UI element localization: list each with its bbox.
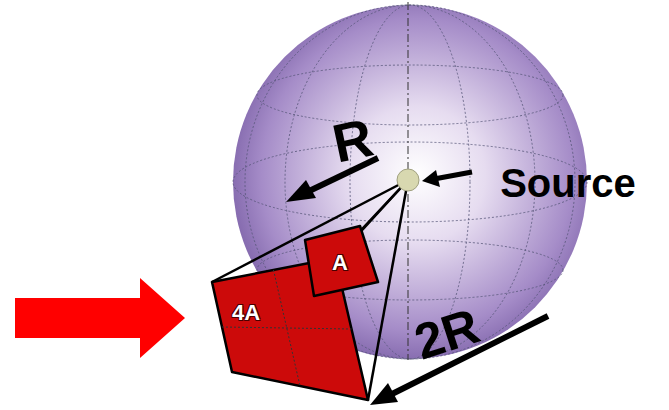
area-label: 4A: [232, 302, 260, 324]
projection-lines: [212, 180, 408, 400]
area-label: A: [332, 252, 348, 274]
source-pointer: [422, 170, 472, 187]
pointer-arrow: [15, 278, 185, 358]
source-label: Source: [500, 163, 636, 203]
source-dot: [397, 169, 419, 191]
area-patch: A: [303, 222, 381, 298]
